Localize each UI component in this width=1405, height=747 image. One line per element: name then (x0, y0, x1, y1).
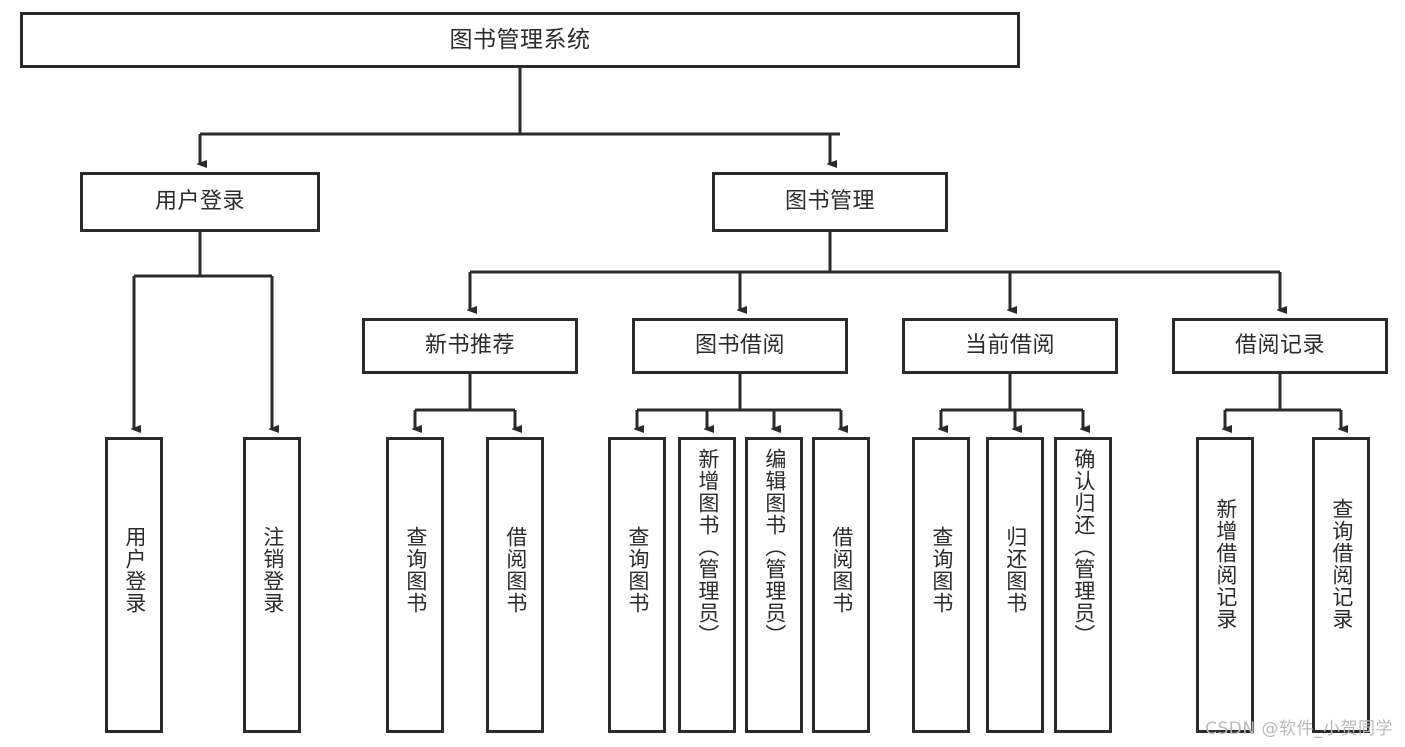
node-borrow-record-label: 借阅记录 (1234, 333, 1325, 359)
watermark-text: CSDN @软件_小贺同学 (1205, 719, 1393, 739)
node-book-borrow-label: 图书借阅 (694, 333, 785, 359)
node-leaf-user-login-label: 用户登录 (122, 526, 147, 614)
node-leaf-query-book-2[interactable]: 查询图书 (608, 437, 666, 733)
node-book-manage-label: 图书管理 (784, 189, 875, 215)
node-leaf-add-record[interactable]: 新增借阅记录 (1196, 437, 1254, 733)
node-borrow-record[interactable]: 借阅记录 (1172, 318, 1388, 374)
node-leaf-query-book-1[interactable]: 查询图书 (386, 437, 444, 733)
node-leaf-borrow-book-1[interactable]: 借阅图书 (486, 437, 544, 733)
node-leaf-query-book-2-label: 查询图书 (625, 526, 650, 614)
node-leaf-query-record[interactable]: 查询借阅记录 (1312, 437, 1370, 733)
node-leaf-user-logout-label: 注销登录 (260, 526, 285, 614)
node-current-borrow[interactable]: 当前借阅 (902, 318, 1118, 374)
node-leaf-borrow-book-2-label: 借阅图书 (829, 526, 854, 614)
node-book-borrow[interactable]: 图书借阅 (632, 318, 848, 374)
node-new-book-rec[interactable]: 新书推荐 (362, 318, 578, 374)
node-current-borrow-label: 当前借阅 (964, 333, 1055, 359)
node-leaf-query-book-3[interactable]: 查询图书 (912, 437, 970, 733)
node-leaf-user-login[interactable]: 用户登录 (105, 437, 163, 733)
node-root[interactable]: 图书管理系统 (20, 12, 1020, 68)
node-book-manage[interactable]: 图书管理 (712, 172, 948, 232)
node-leaf-confirm-return-label: 确认归还（管理员） (1071, 448, 1096, 646)
node-new-book-rec-label: 新书推荐 (424, 333, 515, 359)
node-root-label: 图书管理系统 (449, 26, 591, 53)
node-leaf-query-record-label: 查询借阅记录 (1329, 498, 1354, 630)
node-leaf-add-book-label: 新增图书（管理员） (695, 448, 720, 646)
node-leaf-add-book[interactable]: 新增图书（管理员） (678, 437, 736, 733)
node-leaf-return-book-label: 归还图书 (1003, 526, 1028, 614)
node-leaf-edit-book-label: 编辑图书（管理员） (762, 448, 787, 646)
node-leaf-borrow-book-1-label: 借阅图书 (503, 526, 528, 614)
node-leaf-confirm-return[interactable]: 确认归还（管理员） (1054, 437, 1112, 733)
node-leaf-query-book-1-label: 查询图书 (403, 526, 428, 614)
node-leaf-borrow-book-2[interactable]: 借阅图书 (812, 437, 870, 733)
node-leaf-add-record-label: 新增借阅记录 (1213, 498, 1238, 630)
node-leaf-query-book-3-label: 查询图书 (929, 526, 954, 614)
node-leaf-return-book[interactable]: 归还图书 (986, 437, 1044, 733)
node-user-login-label: 用户登录 (154, 189, 245, 215)
node-leaf-user-logout[interactable]: 注销登录 (243, 437, 301, 733)
node-user-login[interactable]: 用户登录 (80, 172, 320, 232)
node-leaf-edit-book[interactable]: 编辑图书（管理员） (745, 437, 803, 733)
